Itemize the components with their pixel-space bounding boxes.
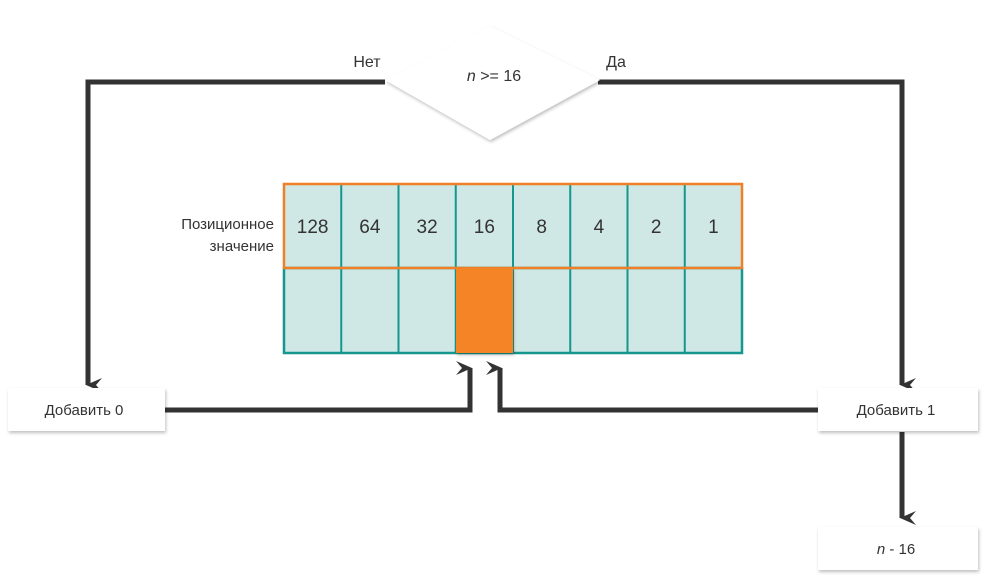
result-text: n - 16 [877,541,915,558]
add-one-connector [486,361,818,413]
place-value-32: 32 [417,217,438,238]
branch-yes-label: Да [606,54,626,71]
add-zero-label: Добавить 0 [45,402,124,419]
place-value-8: 8 [536,217,547,238]
highlighted-bit-cell [456,268,513,353]
place-value-table: 128 64 32 16 8 4 2 1 [282,182,744,355]
add-one-label: Добавить 1 [857,402,936,419]
row-label-line2: значение [210,238,274,255]
branch-no-label: Нет [353,54,381,71]
place-value-2: 2 [651,217,662,238]
place-value-1: 1 [708,217,719,238]
no-branch-line [85,79,385,392]
place-value-128: 128 [297,217,329,238]
yes-branch-line [598,79,916,392]
result-box [818,527,978,570]
add-zero-box [8,388,165,431]
add-one-box [818,388,978,431]
place-value-64: 64 [359,217,381,238]
add-zero-connector [165,361,473,413]
row-label-line1: Позиционное [181,216,274,233]
decision-diamond [385,26,600,140]
decision-text: n >= 16 [467,68,521,85]
place-value-4: 4 [594,217,605,238]
place-value-16: 16 [474,217,495,238]
